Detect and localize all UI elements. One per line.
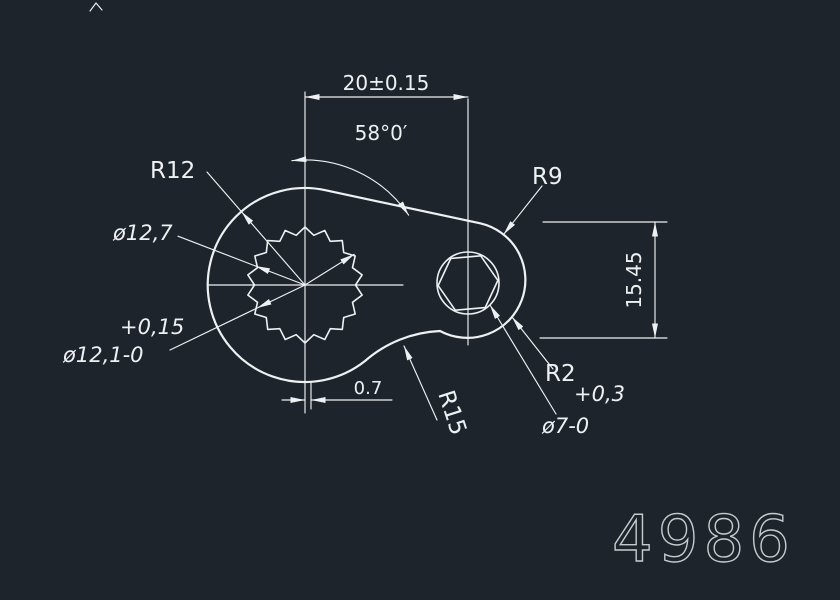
radius-fillet-label: R15: [432, 387, 471, 438]
dia-hex-label: ø7-0: [541, 414, 589, 438]
leader-r12-arrow: [240, 211, 306, 286]
tol-spline-label: +0,15: [120, 315, 184, 339]
leader-dia127-tail: [177, 235, 257, 267]
dim-angle-arc: [291, 156, 410, 216]
radius-boss-label: R9: [532, 164, 563, 190]
dim-angle-label: 58°0′: [355, 121, 408, 145]
leader-dia127-arrow: [254, 265, 306, 286]
leader-r9: [503, 185, 543, 235]
leader-r2: [511, 316, 554, 370]
dim-height-label: 15.45: [622, 251, 646, 308]
radius-outer-label: R12: [150, 158, 195, 184]
leader-dia7: [489, 304, 557, 415]
dia-spline-outer-label: ø12,7: [112, 221, 173, 245]
tol-hex-label: +0,3: [574, 382, 625, 406]
radius-edge-label: R2: [545, 361, 576, 387]
hex-hole: [437, 255, 499, 312]
leader-r12-tail: [206, 171, 243, 213]
angle-spoke: [304, 253, 355, 286]
leader-dia121-tail: [169, 307, 258, 351]
dia-spline-inner-label: ø12,1-0: [62, 343, 144, 367]
part-number: 4986: [612, 503, 795, 577]
leader-dia121-arrow: [256, 284, 306, 309]
leader-r15: [403, 345, 438, 421]
dim-offset-label: 0.7: [354, 378, 383, 399]
part-outline: [206, 186, 527, 384]
dim-width-label: 20±0.15: [343, 71, 430, 95]
screen-artifact: [89, 2, 103, 12]
